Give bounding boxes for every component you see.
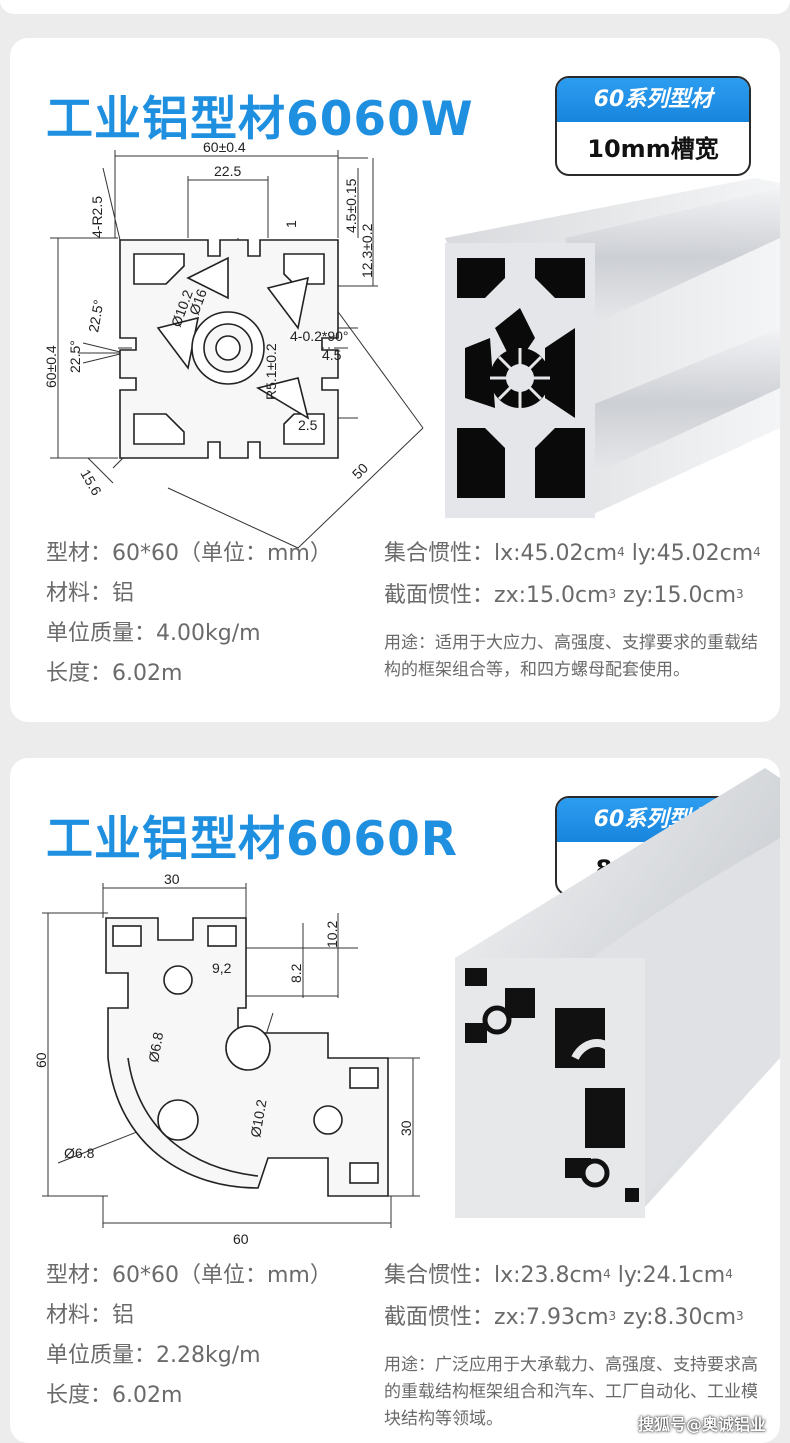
exp: 3 [736,1309,744,1323]
exp: 3 [608,1309,617,1323]
spec-length: 长度：6.02m [46,661,183,686]
dim-bottom60: 60 [233,1231,249,1247]
spec-unit-weight: 单位质量：2.28kg/m [46,1343,261,1368]
dim-radius: 4-R2.5 [89,196,105,238]
inertia-label: 集合惯性： [384,541,495,566]
spec-unit-weight: 单位质量：4.00kg/m [46,621,261,646]
dim-diag: 50 [349,460,371,482]
section-zy: zy:8.30cm [623,1305,737,1330]
spec-material: 材料：铝 [46,1303,135,1328]
spec-profile: 型材：60*60（单位：mm） [46,1263,332,1288]
top-strip [0,0,790,14]
section-zx: zx:7.93cm [494,1305,609,1330]
exp: 3 [608,587,617,601]
technical-drawing-6060r: 30 8.2 10.2 9,2 60 Ø6.8 Ø6.8 Ø10.2 30 60 [33,871,420,1247]
section-label: 截面惯性： [384,583,495,608]
inertia-ly: ly:45.02cm [631,541,754,566]
product-photo-6060r [455,768,780,1218]
watermark: 搜狐号@奥诚铝业 [637,1415,766,1434]
series-label: 60系列型材 [557,78,749,122]
exp: 3 [736,587,744,601]
usage-text: 用途：广泛应用于大承载力、高强度、支持要求高的重载结构框架组合和汽车、工厂自动化… [384,1355,758,1429]
dim-102: 10.2 [324,921,340,948]
dim-height: 60±0.4 [43,345,59,388]
product-photo-6060w [445,178,780,518]
dim-inner: 22.5 [214,163,241,179]
dim-h102: Ø10.2 [247,1098,269,1139]
technical-drawing-6060w: 60±0.4 22.5 4.5±0.15 12.3±0.2 4-R2.5 22.… [43,139,424,548]
spec-material: 材料：铝 [46,581,135,606]
dim-82: 8.2 [288,963,304,983]
dim-d1: 4.5±0.15 [343,178,359,233]
dim-right30: 30 [398,1120,414,1136]
dim-chamfer: 4-0.2*90° [290,328,349,344]
dim-h68a: Ø6.8 [145,1031,166,1064]
dim-left60: 60 [33,1052,49,1068]
dim-tick1: 1 [283,220,299,228]
exp: 4 [753,545,761,559]
exp: 4 [603,1267,611,1281]
spec-section: 截面惯性：zx:15.0cm3 zy:15.0cm3 [384,583,744,609]
dim-d2: 12.3±0.2 [359,223,375,278]
dim-width: 60±0.4 [203,139,246,155]
inertia-label: 集合惯性： [384,1263,495,1288]
product-title: 工业铝型材6060W [46,92,474,147]
dim-angle2: 22.5° [67,340,83,373]
product-title: 工业铝型材6060R [46,812,459,867]
spec-inertia: 集合惯性：lx:45.02cm4 ly:45.02cm4 [384,541,761,567]
dim-w25: 2.5 [298,417,318,433]
dim-92: 9,2 [212,960,232,976]
product-card-6060r: 工业铝型材6060R 60系列型材 8mm槽宽 [10,758,780,1443]
series-badge: 60系列型材 10mm槽宽 [555,76,751,176]
spec-profile: 型材：60*60（单位：mm） [46,541,332,566]
inertia-ly: ly:24.1cm [617,1263,726,1288]
section-zx: zx:15.0cm [494,583,609,608]
product-card-6060w: 工业铝型材6060W 60系列型材 10mm槽宽 [10,38,780,722]
spec-length: 长度：6.02m [46,1383,183,1408]
section-label: 截面惯性： [384,1305,495,1330]
exp: 4 [617,545,625,559]
slot-width-label: 10mm槽宽 [587,135,719,163]
dim-h68b: Ø6.8 [64,1145,95,1161]
spec-section: 截面惯性：zx:7.93cm3 zy:8.30cm3 [384,1305,744,1331]
spec-inertia: 集合惯性：lx:23.8cm4 ly:24.1cm4 [384,1263,733,1289]
exp: 4 [725,1267,733,1281]
dim-angle1: 22.5° [85,298,106,333]
inertia-lx: lx:45.02cm [494,541,618,566]
dim-r5: R5.1±0.2 [263,343,279,400]
dim-w45: 4.5 [322,347,342,363]
dim-top30: 30 [164,871,180,887]
section-zy: zy:15.0cm [623,583,737,608]
usage-text: 用途：适用于大应力、高强度、支撑要求的重载结构的框架组合等，和四方螺母配套使用。 [384,633,758,680]
inertia-lx: lx:23.8cm [494,1263,604,1288]
